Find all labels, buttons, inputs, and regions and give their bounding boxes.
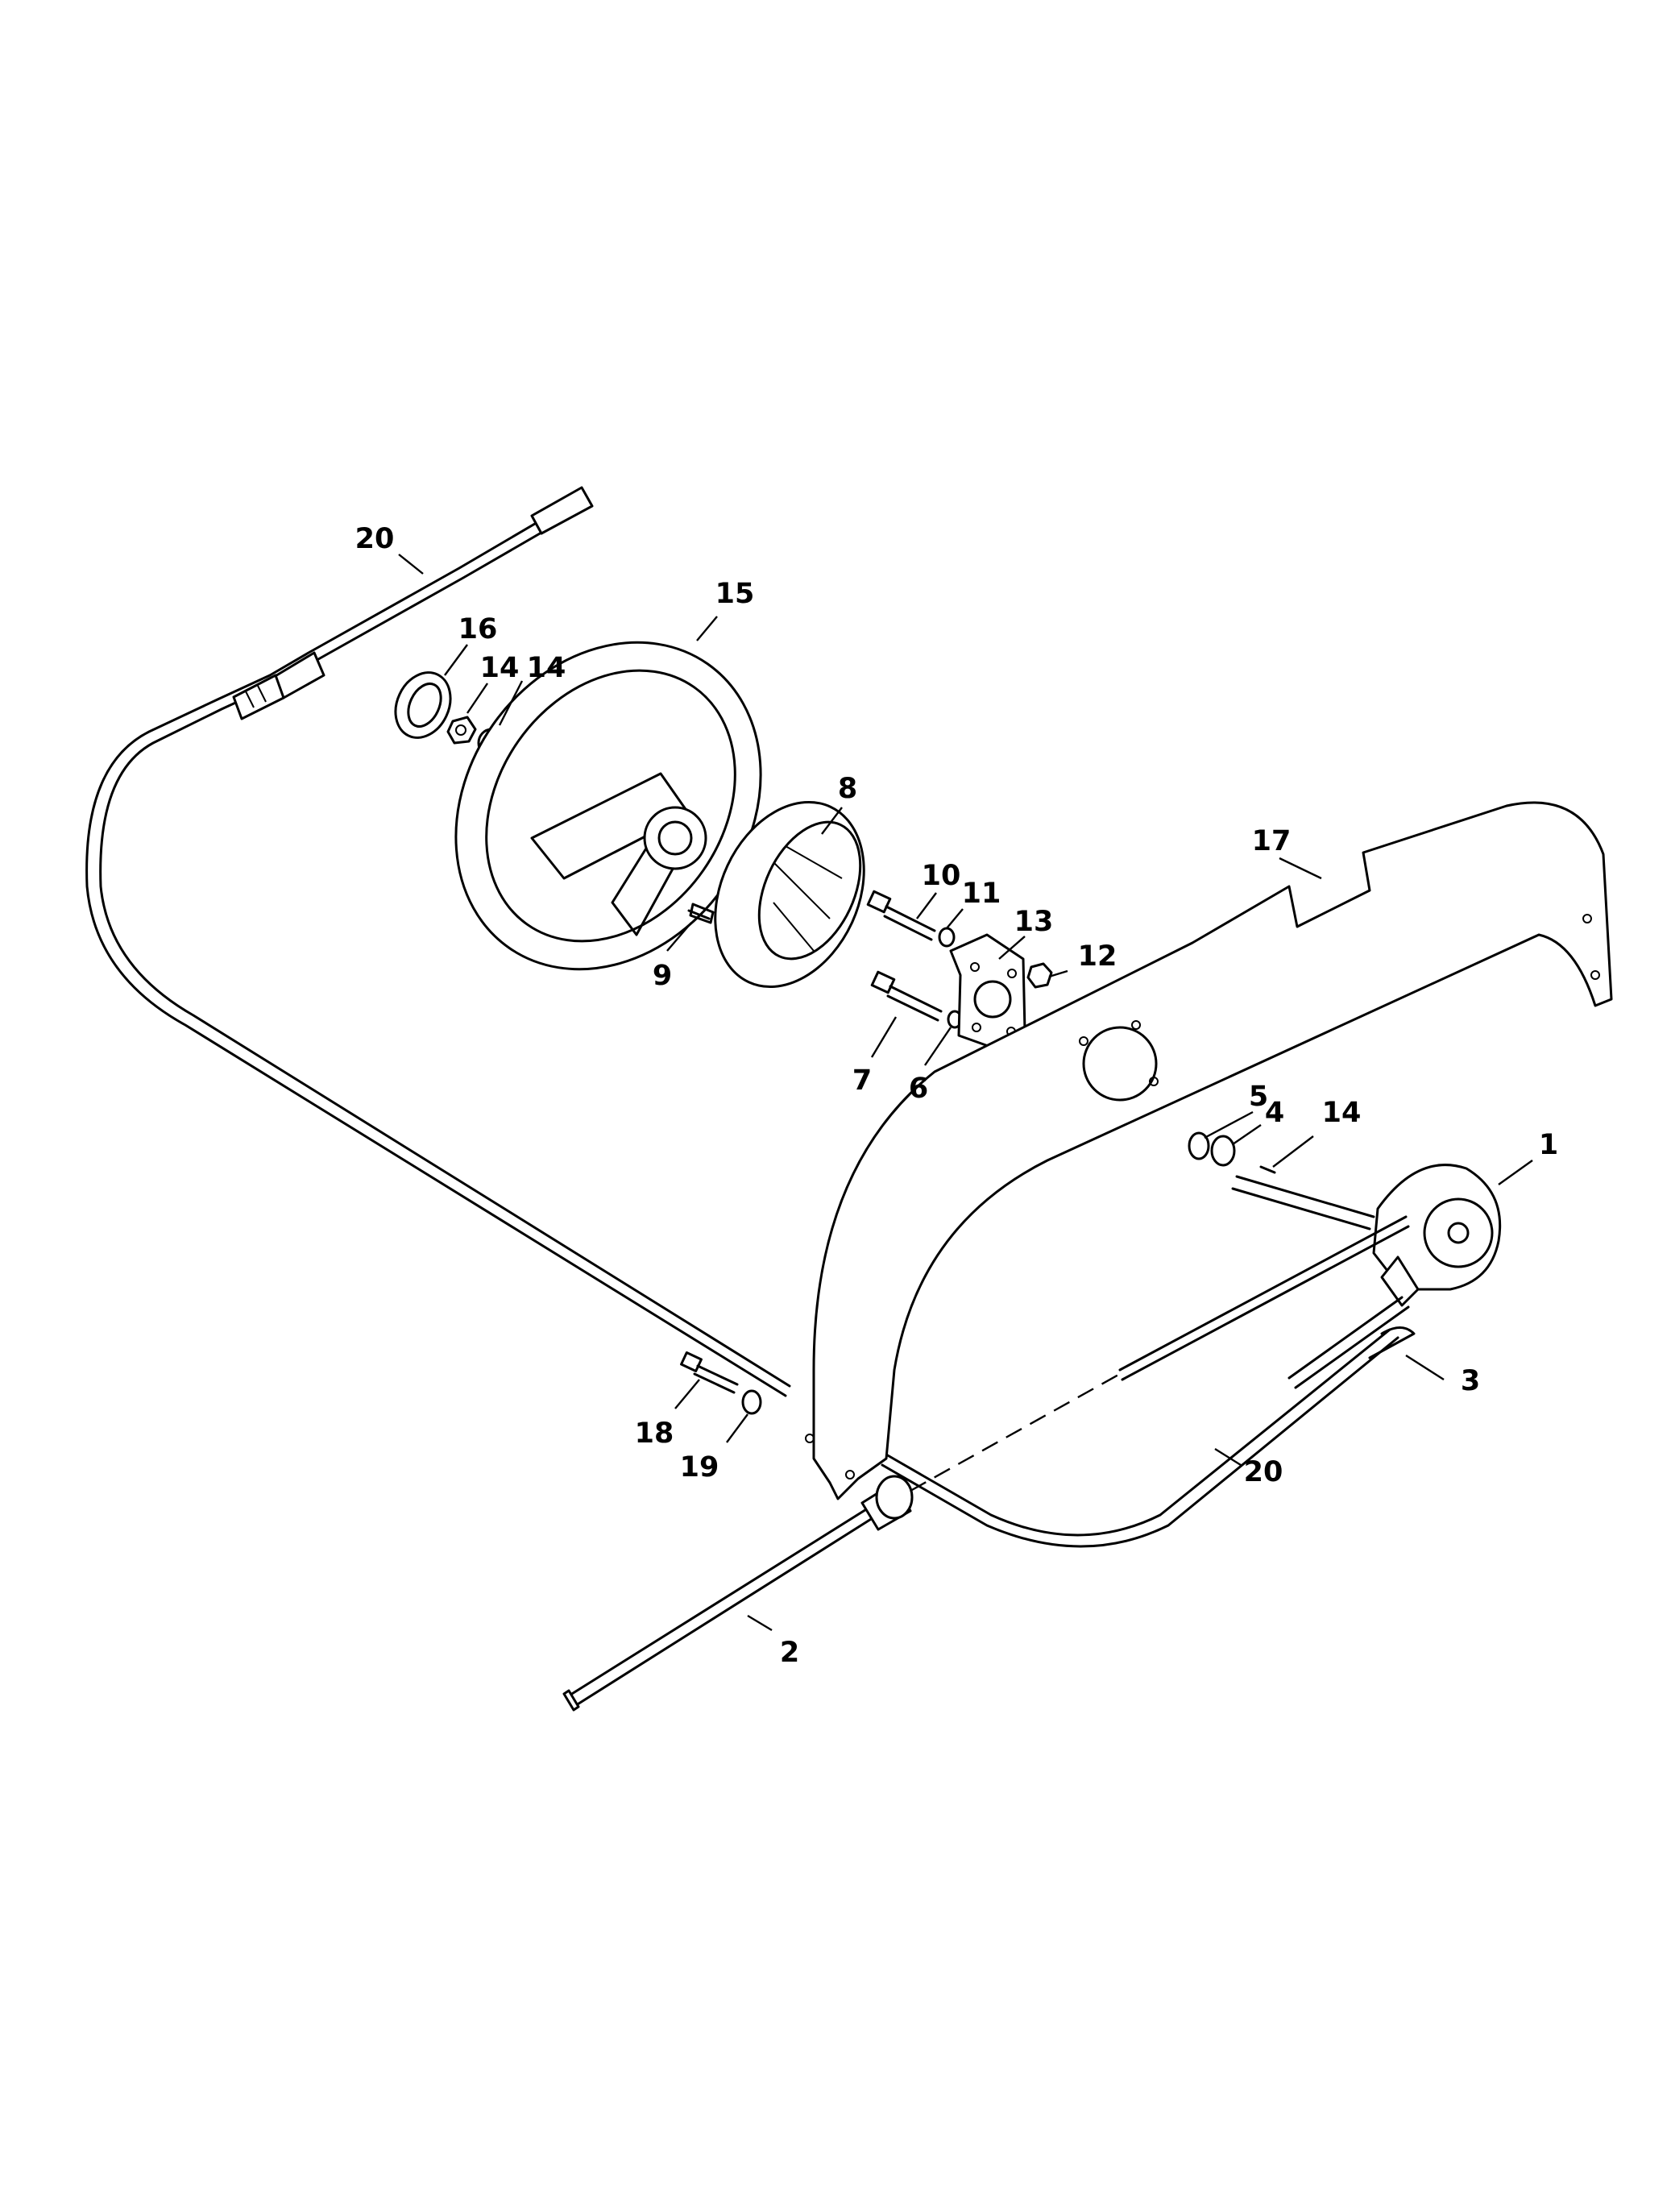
cotter-pin-part-3	[1368, 1326, 1416, 1359]
bolt-part-7	[870, 970, 943, 1022]
washer-part-19	[741, 1389, 762, 1415]
callout-7: 7	[852, 1064, 872, 1097]
callout-13: 13	[1014, 906, 1054, 938]
bezel-nut-part-16	[394, 671, 452, 739]
callout-11: 11	[962, 878, 1001, 910]
callout-16: 16	[458, 613, 498, 645]
callout-17: 17	[1252, 825, 1292, 857]
key-part-14	[1259, 1165, 1276, 1174]
bracket-part-13	[949, 933, 1026, 1049]
callout-2: 2	[780, 1637, 799, 1669]
dash-panel-part-17	[805, 801, 1613, 1500]
callout-5: 5	[1249, 1081, 1268, 1113]
washer-part-11	[938, 927, 956, 948]
callout-1: 1	[1539, 1129, 1558, 1161]
callout-14-nut: 14	[480, 652, 520, 684]
nut-part-4	[1210, 1135, 1236, 1167]
alignment-line	[910, 1372, 1121, 1492]
callout-3: 3	[1461, 1365, 1480, 1397]
nut-part-12	[1026, 962, 1053, 989]
callout-15: 15	[715, 578, 755, 610]
callout-18: 18	[635, 1417, 674, 1450]
callout-19: 19	[680, 1451, 719, 1484]
helm-unit-part-1	[1118, 1164, 1502, 1389]
callout-20-lower: 20	[1244, 1456, 1283, 1488]
leader-lines	[398, 554, 1533, 1632]
steering-cable-part-20	[85, 486, 1399, 1548]
snap-ring-part-5	[1188, 1131, 1210, 1160]
nut-part-14	[446, 716, 477, 745]
hub-adaptor-part-8	[714, 800, 865, 989]
callout-14-key: 14	[1322, 1097, 1362, 1129]
callout-14-washer: 14	[527, 652, 566, 684]
callout-10: 10	[922, 860, 961, 892]
callout-9: 9	[653, 960, 672, 992]
callout-labels: 20 16 14 14 15 8 17 10 11 13 12 9 7 6 5 …	[355, 523, 1559, 1669]
bolt-part-10	[866, 890, 936, 941]
steering-wheel-part-15	[454, 641, 762, 971]
bolt-part-18	[680, 1351, 739, 1394]
callout-20-upper: 20	[355, 523, 395, 555]
callout-6: 6	[909, 1073, 928, 1105]
cable-part-2	[562, 1475, 914, 1712]
callout-4: 4	[1265, 1097, 1284, 1129]
screw-part-9	[687, 903, 715, 924]
callout-12: 12	[1078, 940, 1117, 973]
callout-8: 8	[838, 773, 857, 805]
